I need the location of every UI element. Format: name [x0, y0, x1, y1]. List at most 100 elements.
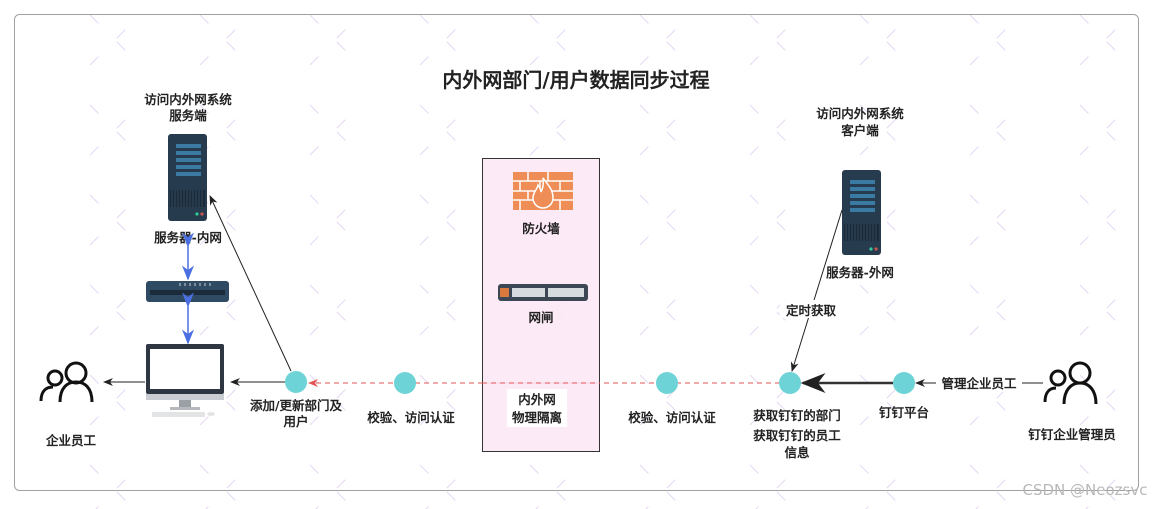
watermark-line — [1085, 464, 1131, 509]
watermark-line — [529, 14, 581, 66]
watermark-line — [969, 104, 1021, 156]
watermark-line — [1079, 14, 1131, 66]
watermark-line — [859, 284, 911, 336]
watermark-line — [89, 104, 141, 156]
fetch-label-1: 获取钉钉的部门 — [753, 408, 841, 423]
watermark-line — [419, 284, 471, 336]
watermark-line — [309, 14, 361, 66]
watermark-line — [639, 104, 691, 156]
watermark-line — [199, 374, 251, 426]
watermark-line — [425, 464, 471, 509]
admin-label: 钉钉企业管理员 — [1028, 427, 1116, 442]
watermark-line — [749, 14, 801, 66]
server-icon-outer — [842, 170, 881, 255]
watermark-line — [859, 14, 911, 66]
footer-credit: CSDN @Neozsvc — [1023, 481, 1148, 499]
watermark-line — [89, 104, 141, 156]
fetch-label-3: 信息 — [784, 445, 810, 460]
watermark-line — [529, 104, 581, 156]
watermark-line — [309, 104, 361, 156]
watermark-line — [315, 464, 361, 509]
watermark-line — [309, 104, 361, 156]
watermark-line — [639, 104, 691, 156]
verify-inner-label: 校验、访问认证 — [367, 410, 455, 425]
watermark-line — [749, 194, 801, 246]
employee-label: 企业员工 — [45, 433, 97, 448]
client-side-heading: 访问内外网系统 — [816, 106, 904, 121]
watermark-line — [309, 14, 361, 66]
watermark-line — [969, 104, 1021, 156]
watermark-line — [1079, 374, 1131, 426]
node-verify-outer — [656, 372, 678, 394]
watermark-line — [969, 284, 1021, 336]
server-outer-label: 服务器-外网 — [826, 265, 894, 280]
watermark-line — [639, 464, 685, 509]
watermark-line — [975, 464, 1021, 509]
firewall-label: 防火墙 — [522, 221, 560, 236]
watermark-line — [639, 194, 691, 246]
watermark-line — [1079, 194, 1131, 246]
server-side-subheading: 服务端 — [169, 108, 207, 123]
watermark-line — [419, 104, 471, 156]
watermark-line — [859, 284, 911, 336]
watermark-line — [419, 104, 471, 156]
watermark-line — [419, 464, 465, 509]
watermark-line — [1079, 14, 1131, 66]
watermark-line — [419, 14, 471, 66]
watermark-line — [199, 104, 251, 156]
watermark-line — [755, 464, 801, 509]
watermark-line — [969, 374, 1021, 426]
manage-label-bg — [936, 374, 1022, 392]
node-verify-inner — [394, 372, 416, 394]
watermark-line — [749, 104, 801, 156]
watermark-line — [859, 14, 911, 66]
watermark-line — [309, 194, 361, 246]
watermark-line — [89, 374, 141, 426]
diagram-title: 内外网部门/用户数据同步过程 — [442, 68, 709, 92]
employee-users-icon — [39, 361, 94, 403]
watermark-line — [865, 464, 911, 509]
diagram-frame — [14, 14, 1139, 491]
watermark-line — [419, 194, 471, 246]
isolation-label-bg — [507, 389, 567, 427]
watermark-line — [309, 374, 361, 426]
fetch-label-2: 获取钉钉的员工 — [753, 428, 841, 443]
watermark-line — [205, 464, 251, 509]
watermark-line — [749, 194, 801, 246]
watermark-line — [199, 194, 251, 246]
add-update-label-1: 添加/更新部门及 — [250, 398, 343, 413]
scheduled-fetch-bg — [780, 300, 842, 318]
watermark-line — [89, 374, 141, 426]
client-side-subheading: 客户端 — [840, 123, 879, 138]
manage-employees-label: 管理企业员工 — [941, 376, 1017, 391]
gateway-icon — [498, 284, 588, 301]
dingtalk-platform-label: 钉钉平台 — [879, 405, 929, 420]
node-fetch-dingtalk — [779, 372, 801, 394]
watermark-line — [535, 464, 581, 509]
node-add-update — [285, 371, 307, 393]
watermark-line — [199, 104, 251, 156]
watermark-line — [1079, 194, 1131, 246]
watermark-line — [199, 14, 251, 66]
watermark-line — [419, 374, 471, 426]
server-icon-inner — [168, 134, 207, 221]
isolation-label-1: 内外网 — [518, 392, 556, 407]
watermark-line — [969, 284, 1021, 336]
watermark-line — [639, 284, 691, 336]
watermark-line — [1079, 284, 1131, 336]
watermark-line — [309, 194, 361, 246]
watermark-line — [419, 194, 471, 246]
watermark-line — [309, 464, 355, 509]
server-inner-label: 服务器-内网 — [154, 230, 222, 245]
watermark-line — [1079, 104, 1131, 156]
watermark-line — [639, 374, 691, 426]
verify-outer-label: 校验、访问认证 — [628, 410, 716, 425]
watermark-line — [639, 374, 691, 426]
watermark-line — [89, 14, 141, 66]
watermark-line — [199, 464, 245, 509]
watermark-line — [749, 104, 801, 156]
watermark-line — [639, 14, 691, 66]
node-dingtalk-platform — [893, 372, 915, 394]
watermark-line — [749, 14, 801, 66]
